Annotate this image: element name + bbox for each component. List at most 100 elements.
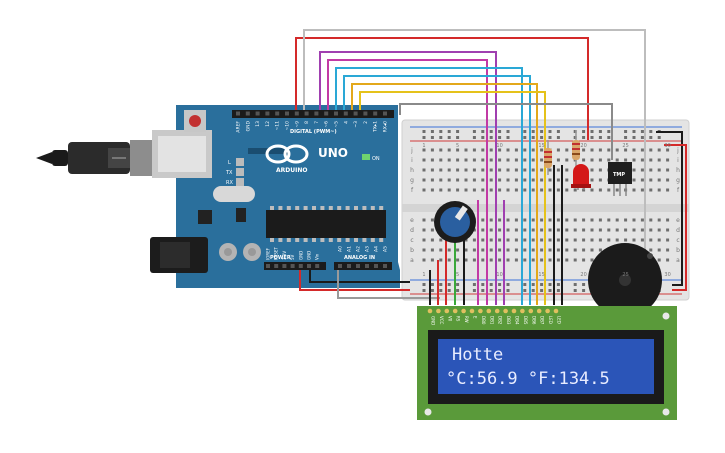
power-pin-label: 5V <box>290 254 295 260</box>
breadboard-row-label: a <box>676 257 680 264</box>
wire-red-5v <box>295 37 589 140</box>
potentiometer <box>434 201 476 243</box>
lcd-pin-label: DB4 <box>515 316 520 325</box>
piezo-buzzer <box>588 243 662 317</box>
breadboard-row-label: e <box>410 217 414 224</box>
power-pin-label: IOREF <box>266 247 271 260</box>
analog-pin-label: A4 <box>374 246 380 252</box>
breadboard-row-label: e <box>676 217 680 224</box>
wire-cyan <box>335 67 523 305</box>
wire-gray-long <box>303 29 646 285</box>
power-header-label: POWER <box>270 255 291 261</box>
power-pin-label: 3.3V <box>282 251 287 260</box>
digital-pin-label: RX◂0 <box>383 121 389 132</box>
wire-black-rail <box>656 131 683 286</box>
led-l-label: L <box>228 160 231 166</box>
breadboard-column-label: 10 <box>496 143 502 149</box>
breadboard-column-label: 5 <box>456 143 459 149</box>
power-pin-label: GND <box>298 251 303 260</box>
power-header <box>264 262 326 270</box>
digital-pin-label: ~9 <box>294 121 300 128</box>
digital-pin-label: TX▸1 <box>373 121 379 133</box>
power-led-label: ON <box>372 156 380 162</box>
lcd-screen <box>438 339 654 394</box>
lcd-pin-label: DB2 <box>498 316 503 325</box>
tmp-sensor-label: TMP <box>613 172 625 178</box>
analog-header <box>334 262 392 270</box>
wire-yellow <box>359 91 546 305</box>
breadboard-column-label: 30 <box>664 272 670 278</box>
wire-red-rail <box>664 144 687 291</box>
digital-pin-label: ~5 <box>334 121 340 128</box>
wire-gray-sensor <box>399 103 613 160</box>
digital-header <box>232 110 394 118</box>
breadboard-row-label: h <box>676 167 680 174</box>
breadboard-row-label: d <box>410 227 414 234</box>
wire-orange <box>351 83 538 305</box>
breadboard-row-label: h <box>410 167 414 174</box>
breadboard-column-label: 10 <box>496 272 502 278</box>
lcd-pin-label: DB3 <box>506 316 511 325</box>
breadboard-row-label: f <box>677 187 680 194</box>
analog-pin-label: A5 <box>383 246 389 252</box>
led-tx-label: TX <box>225 170 233 176</box>
crystal <box>213 186 255 202</box>
analog-pin-label: A3 <box>365 246 371 252</box>
breadboard-column-label: 30 <box>664 143 670 149</box>
digital-pin-label: ~11 <box>275 121 281 131</box>
digital-pin-label: ~6 <box>324 121 330 128</box>
lcd-pin-label: LED <box>557 316 562 324</box>
breadboard-row-label: b <box>410 247 414 254</box>
power-pin-label: RESET <box>274 247 279 260</box>
red-led <box>571 164 591 190</box>
breadboard-row-label: g <box>410 177 414 184</box>
digital-pin-label: ~10 <box>285 121 291 131</box>
wire-red-power <box>299 270 410 291</box>
breadboard-row-label: c <box>410 237 413 244</box>
analog-pin-label: A1 <box>347 246 353 252</box>
breadboard-column-label: 15 <box>538 272 544 278</box>
breadboard-row-label: b <box>676 247 680 254</box>
digital-pin-label: 7 <box>314 121 320 124</box>
labels: UNO ARDUINO DIGITAL (PWM~) POWER ANALOG … <box>225 111 680 389</box>
breadboard-column-label: 1 <box>422 143 425 149</box>
lcd-pin-label: VCC <box>439 316 444 325</box>
atmega-chip <box>266 210 386 238</box>
lcd-pin-label: RW <box>464 316 469 323</box>
breadboard-column-label: 1 <box>422 272 425 278</box>
breadboard-row-label: j <box>410 147 413 154</box>
lcd-pin-label: DB6 <box>531 316 536 325</box>
lcd-pin-label: E <box>473 316 478 319</box>
lcd-pin-label: GND <box>431 316 436 325</box>
wire-purple <box>319 51 497 305</box>
breadboard-row-label: i <box>411 157 413 164</box>
temperature-sensor <box>608 162 632 196</box>
breadboard-row-label: c <box>676 237 679 244</box>
lcd-pin-label: DB0 <box>481 316 486 325</box>
breadboard-column-label: 20 <box>580 143 586 149</box>
analog-pin-label: A0 <box>338 246 344 252</box>
breadboard-row-label: i <box>677 157 679 164</box>
breadboard-column-label: 15 <box>538 143 544 149</box>
digital-pin-label: 8 <box>304 121 310 124</box>
breadboard-column-label: 25 <box>622 143 628 149</box>
digital-pin-label: 4 <box>343 121 349 124</box>
breadboard-row-label: j <box>676 147 679 154</box>
wire-gray-a0 <box>337 270 440 299</box>
resistor <box>572 130 580 170</box>
power-pin-label: Vin <box>315 253 320 260</box>
lcd-pin-label: LED <box>548 316 553 324</box>
digital-pin-label: 12 <box>265 121 271 127</box>
power-pin-label: GND <box>307 251 312 260</box>
wire-cyan-2 <box>343 75 531 305</box>
digital-pin-label: 2 <box>363 121 369 124</box>
led-rx-label: RX <box>226 180 233 186</box>
lcd-pin-label: DB5 <box>523 316 528 325</box>
lcd-pin-label: RS <box>456 316 461 322</box>
wire-black-gnd <box>309 270 410 283</box>
arduino-model-label: UNO <box>318 146 348 160</box>
breadboard-column-label: 20 <box>580 272 586 278</box>
lcd-module <box>417 306 677 420</box>
wire-magenta <box>327 59 488 305</box>
